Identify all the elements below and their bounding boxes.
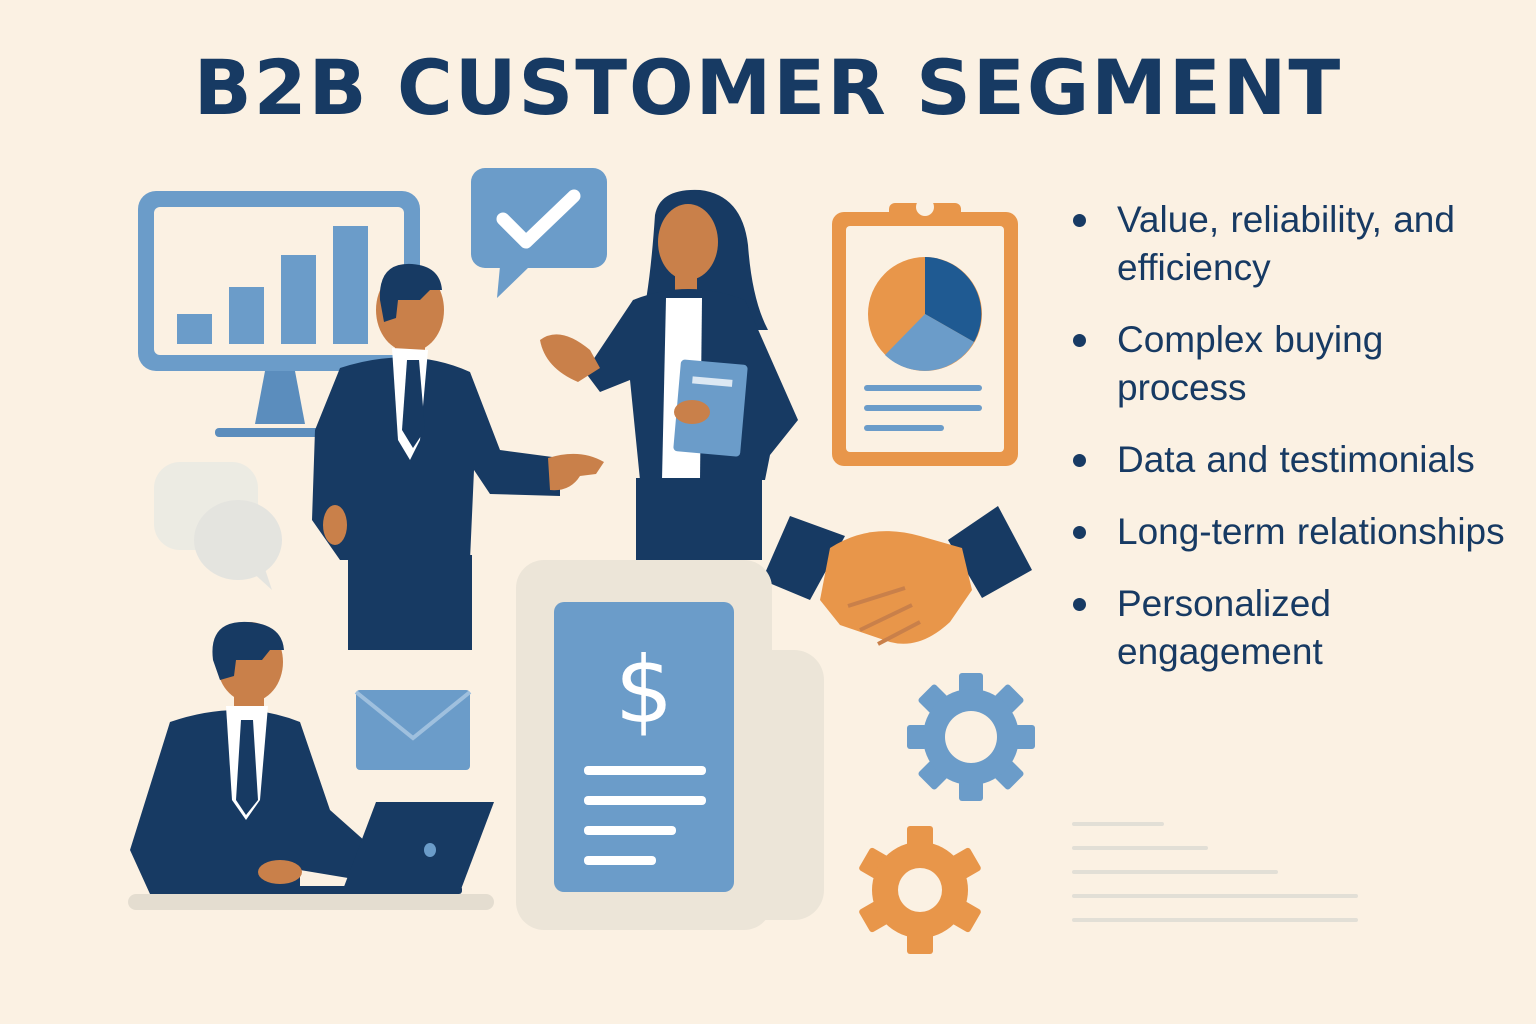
bullet-dot bbox=[1073, 334, 1086, 347]
standing-man-figure bbox=[312, 263, 604, 650]
bullet-item: Long-term relationships bbox=[1070, 508, 1510, 556]
envelope-icon bbox=[354, 690, 472, 770]
seated-man-figure bbox=[130, 621, 375, 894]
bullet-text: Value, reliability, and efficiency bbox=[1117, 199, 1455, 288]
bullet-dot bbox=[1073, 214, 1086, 227]
handshake-icon bbox=[762, 506, 1032, 646]
gear-icon bbox=[859, 826, 981, 954]
checkmark-chat-icon bbox=[471, 168, 607, 298]
bullet-item: Data and testimonials bbox=[1070, 436, 1510, 484]
bullet-text: Long-term relationships bbox=[1117, 511, 1505, 552]
bullet-dot bbox=[1073, 454, 1086, 467]
clipboard-pie-chart-icon bbox=[832, 198, 1018, 466]
decorative-lines bbox=[1072, 822, 1358, 922]
bullet-item: Complex buying process bbox=[1070, 316, 1510, 412]
woman-figure bbox=[540, 189, 798, 560]
illustration: $ bbox=[128, 168, 1035, 954]
bullet-item: Personalized engagement bbox=[1070, 580, 1510, 676]
bar-chart-monitor-icon bbox=[138, 191, 420, 437]
bullet-list: Value, reliability, and efficiency Compl… bbox=[1070, 196, 1510, 700]
gear-icon bbox=[907, 673, 1035, 801]
svg-text:$: $ bbox=[615, 637, 674, 744]
bullet-item: Value, reliability, and efficiency bbox=[1070, 196, 1510, 292]
chat-bubbles-icon bbox=[154, 462, 282, 590]
bullet-text: Complex buying process bbox=[1117, 319, 1384, 408]
invoice-dollar-icon: $ bbox=[516, 560, 824, 930]
bullet-text: Data and testimonials bbox=[1117, 439, 1475, 480]
bullet-dot bbox=[1073, 526, 1086, 539]
bullet-text: Personalized engagement bbox=[1117, 583, 1331, 672]
desk bbox=[128, 894, 494, 910]
bullet-dot bbox=[1073, 598, 1086, 611]
laptop-icon bbox=[290, 802, 494, 894]
page-title: B2B CUSTOMER SEGMENT bbox=[193, 43, 1343, 132]
